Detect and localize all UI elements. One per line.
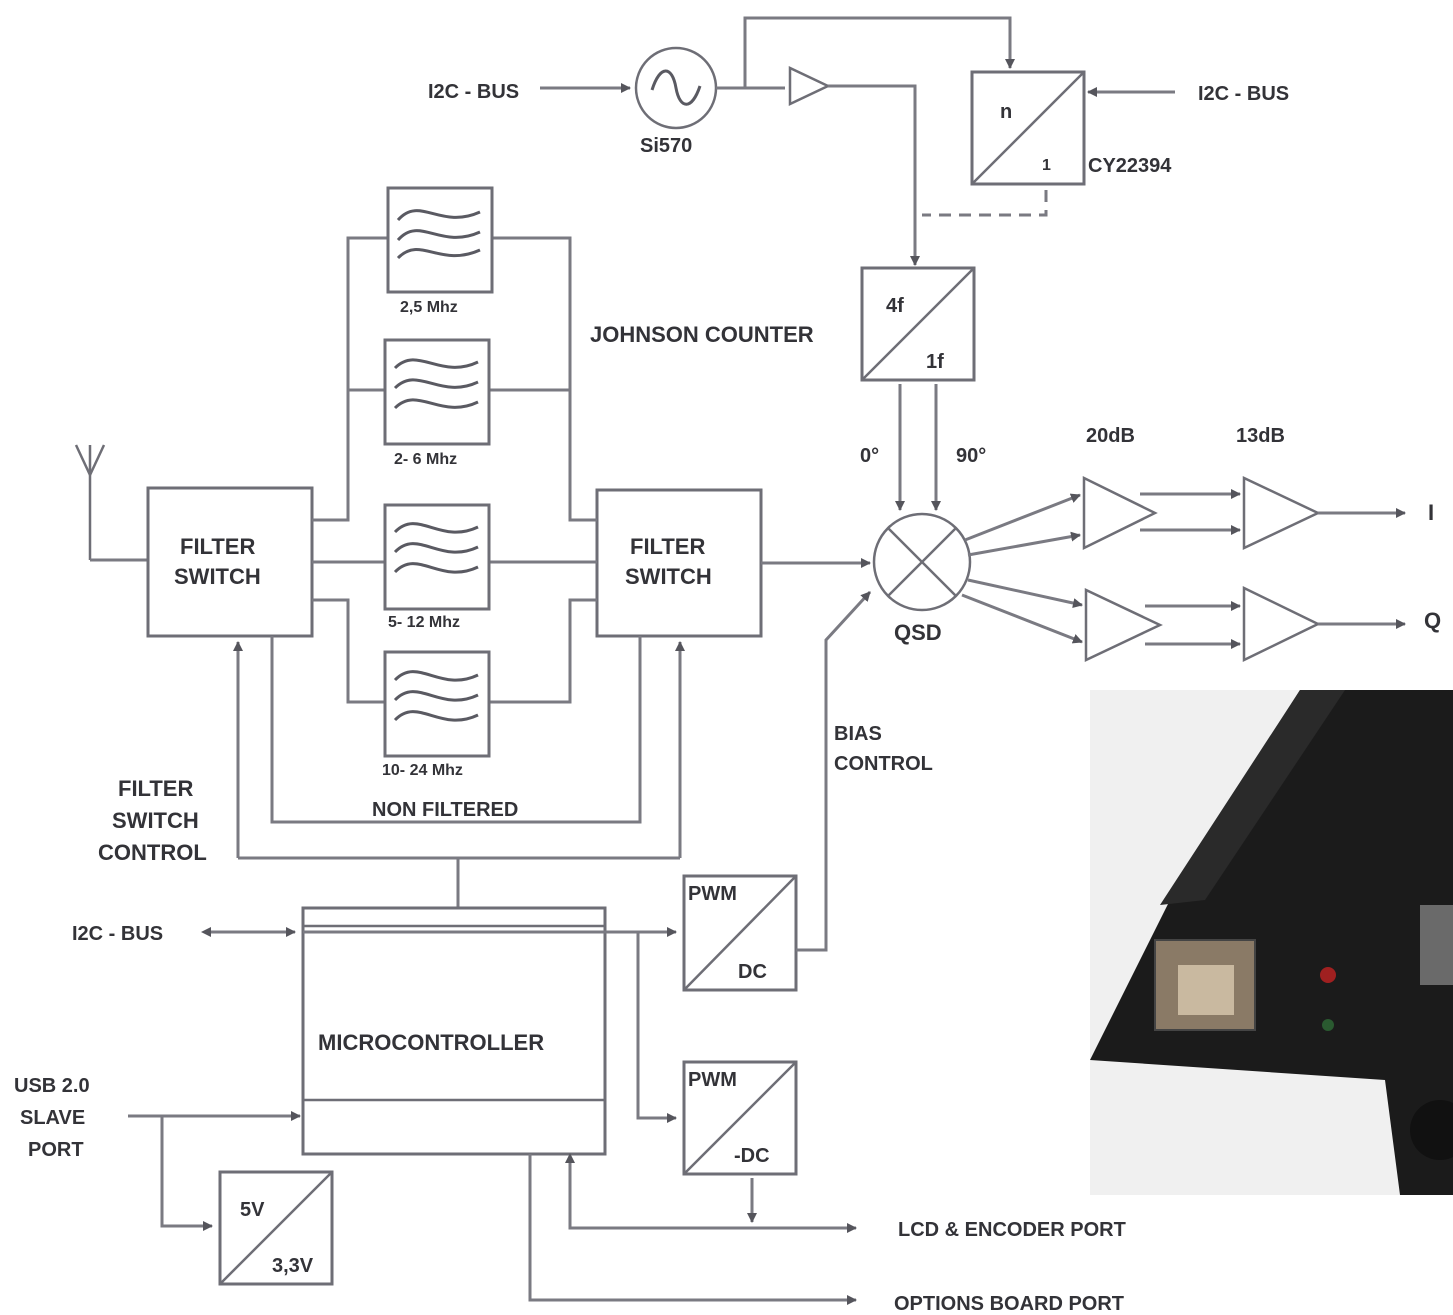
- pwm-neg-dc-block: PWM -DC: [684, 1062, 796, 1174]
- i2c-bus-top-left: I2C - BUS: [428, 81, 519, 103]
- mcu-to-pwm2-wire: [638, 932, 676, 1118]
- svg-text:MICROCONTROLLER: MICROCONTROLLER: [318, 1030, 544, 1055]
- svg-text:I2C - BUS: I2C - BUS: [428, 81, 519, 103]
- svg-text:DC: DC: [738, 961, 767, 983]
- bias-label-1: BIAS: [834, 723, 882, 745]
- svg-text:-DC: -DC: [734, 1145, 770, 1167]
- oscillator-si570: [636, 48, 716, 128]
- svg-text:SWITCH: SWITCH: [625, 564, 712, 589]
- phase-0-label: 0°: [860, 445, 879, 467]
- svg-text:PWM: PWM: [688, 883, 737, 905]
- antenna-icon: [76, 445, 104, 560]
- osc-to-divider-wire: [745, 18, 1010, 88]
- filter4-in-wire: [312, 600, 385, 702]
- filter-switch-right: FILTER SWITCH: [597, 490, 761, 636]
- usb-label-1: USB 2.0: [14, 1075, 90, 1097]
- bias-label-2: CONTROL: [834, 753, 933, 775]
- svg-text:3,3V: 3,3V: [272, 1255, 314, 1277]
- filter-2-6mhz-label: 2- 6 Mhz: [394, 451, 457, 468]
- filter4-out-wire: [489, 600, 597, 702]
- amp-i-20db: [1084, 478, 1155, 548]
- filter-10-24mhz-label: 10- 24 Mhz: [382, 762, 463, 779]
- board-photo: [1090, 690, 1453, 1195]
- gain-13db-label: 13dB: [1236, 425, 1285, 447]
- filter1-out-wire: [492, 238, 597, 520]
- divider-part-label: CY22394: [1088, 155, 1172, 177]
- q-output-label: Q: [1424, 608, 1441, 633]
- svg-text:5V: 5V: [240, 1199, 265, 1221]
- gain-20db-label: 20dB: [1086, 425, 1135, 447]
- svg-text:FILTER: FILTER: [180, 534, 255, 559]
- microcontroller-block: MICROCONTROLLER: [303, 908, 605, 1154]
- qsd-label: QSD: [894, 620, 942, 645]
- buffer-triangle: [790, 68, 828, 104]
- amp-q-20db: [1086, 590, 1160, 660]
- svg-text:n: n: [1000, 101, 1012, 123]
- svg-text:SWITCH: SWITCH: [174, 564, 261, 589]
- usb-label-2: SLAVE: [20, 1107, 85, 1129]
- i2c-bus-mid: I2C - BUS: [72, 923, 163, 945]
- divider-dashed-feedback: [922, 190, 1046, 215]
- filter1-in-wire: [312, 238, 388, 520]
- pwm-dc-block: PWM DC: [684, 876, 796, 990]
- filter-2-5mhz-label: 2,5 Mhz: [400, 299, 458, 316]
- qsd-mixer: [874, 514, 970, 610]
- fsc-label-3: CONTROL: [98, 840, 207, 865]
- svg-text:FILTER: FILTER: [630, 534, 705, 559]
- i-output-label: I: [1428, 500, 1434, 525]
- svg-text:1f: 1f: [926, 351, 944, 373]
- buffer-to-johnson-wire: [828, 86, 915, 265]
- amp-i-13db: [1244, 478, 1318, 548]
- divider-block: n 1: [972, 72, 1084, 184]
- oscillator-label: Si570: [640, 135, 692, 157]
- qsd-q1-wire: [968, 580, 1082, 605]
- i2c-bus-top-right: I2C - BUS: [1198, 83, 1289, 105]
- usb-to-regulator-wire: [162, 1116, 212, 1226]
- phase-90-label: 90°: [956, 445, 986, 467]
- fsc-label-1: FILTER: [118, 776, 193, 801]
- regulator-block: 5V 3,3V: [220, 1172, 332, 1284]
- fsc-label-2: SWITCH: [112, 808, 199, 833]
- non-filtered-label: NON FILTERED: [372, 799, 518, 821]
- svg-text:1: 1: [1042, 157, 1051, 174]
- options-port-label: OPTIONS BOARD PORT: [894, 1293, 1124, 1315]
- qsd-i1-wire: [965, 495, 1080, 540]
- amp-q-13db: [1244, 588, 1318, 660]
- johnson-counter-label: JOHNSON COUNTER: [590, 322, 814, 347]
- usb-label-3: PORT: [28, 1139, 84, 1161]
- svg-text:4f: 4f: [886, 295, 904, 317]
- svg-text:PWM: PWM: [688, 1069, 737, 1091]
- filter-2-6mhz: [385, 340, 489, 444]
- filter-switch-left: FILTER SWITCH: [148, 488, 312, 636]
- filter-10-24mhz: [385, 652, 489, 756]
- filter-5-12mhz-label: 5- 12 Mhz: [388, 614, 460, 631]
- filter-2-5mhz: [388, 188, 492, 292]
- lcd-port-label: LCD & ENCODER PORT: [898, 1219, 1126, 1241]
- filter-5-12mhz: [385, 505, 489, 609]
- qsd-i2-wire: [968, 535, 1080, 555]
- johnson-counter-block: 4f 1f: [862, 268, 974, 380]
